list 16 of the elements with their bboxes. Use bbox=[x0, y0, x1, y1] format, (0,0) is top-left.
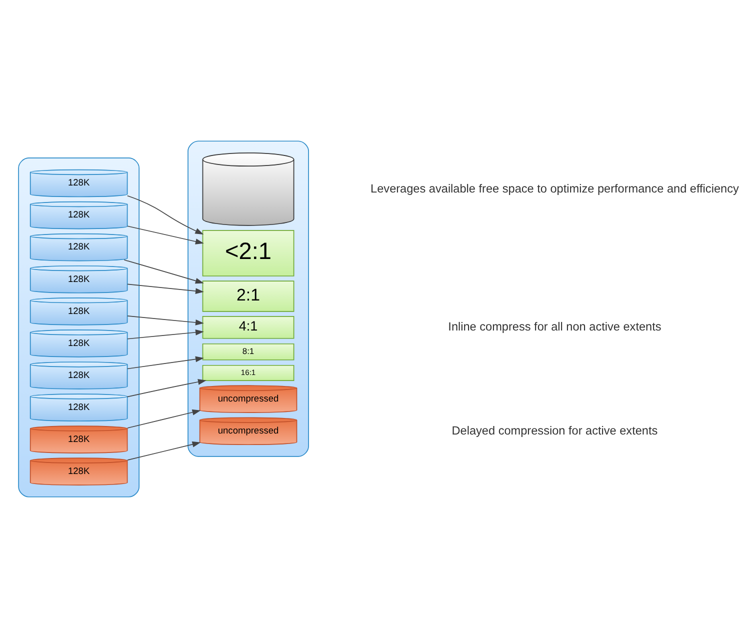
arrow bbox=[124, 259, 204, 284]
label: Leverages available free space to optimize performance and efficiency bbox=[370, 181, 739, 196]
label: Inline compress for all non active extents bbox=[448, 320, 662, 334]
arrow bbox=[127, 329, 204, 340]
arrow bbox=[127, 316, 204, 326]
arrow bbox=[127, 226, 204, 244]
label: Delayed compression for active extents bbox=[452, 423, 658, 438]
node-box: 8:1 bbox=[202, 343, 294, 360]
arrow bbox=[127, 284, 204, 294]
node-box: 4:1 bbox=[202, 316, 294, 339]
cluster bbox=[18, 158, 140, 498]
cluster bbox=[188, 140, 309, 457]
node-box: <2:1 bbox=[202, 230, 294, 276]
node-box: 2:1 bbox=[202, 280, 294, 312]
node-box: 16:1 bbox=[202, 364, 294, 381]
arrow bbox=[126, 195, 204, 235]
